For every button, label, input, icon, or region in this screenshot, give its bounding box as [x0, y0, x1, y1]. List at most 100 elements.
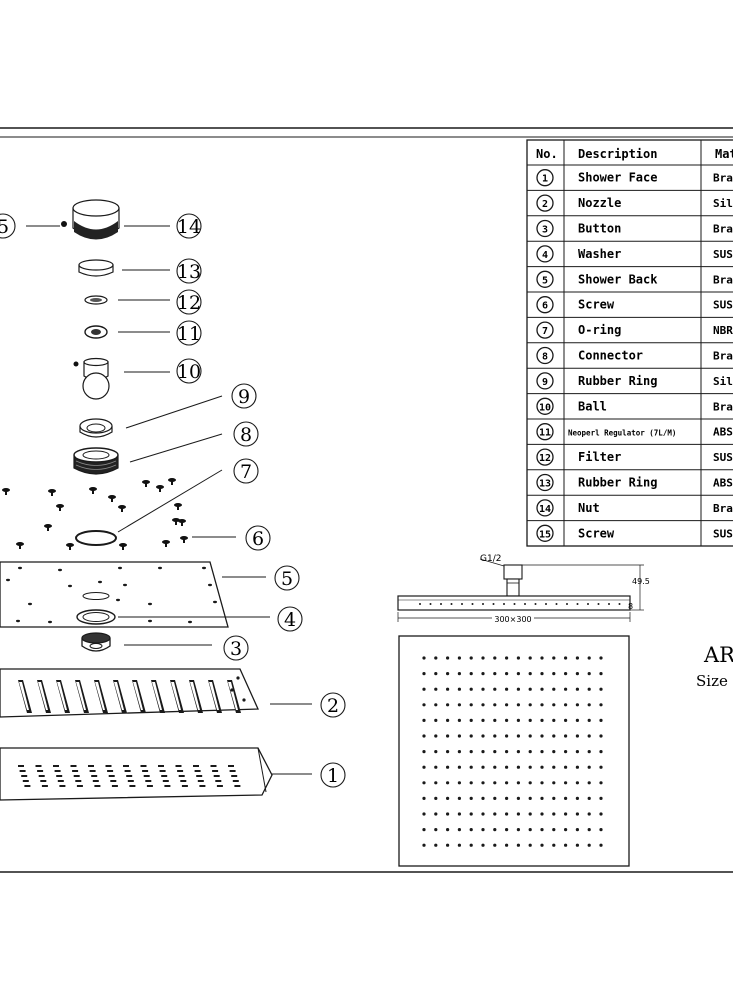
top-view [398, 635, 630, 867]
svg-text:7: 7 [240, 461, 252, 483]
row-number-circle [536, 423, 554, 441]
screw-icon [44, 524, 52, 531]
screw-icon [156, 485, 164, 492]
row-description: Rubber Ring [578, 476, 657, 490]
screw-icon [66, 543, 74, 550]
svg-text:6: 6 [252, 528, 264, 550]
screw-icon [119, 543, 127, 550]
row-material: Bra [713, 350, 733, 363]
row-number: 15 [539, 529, 551, 540]
row-material: Bra [713, 223, 733, 236]
row-number: 5 [542, 275, 548, 286]
screw-icon [56, 504, 64, 511]
row-material: SUS [713, 451, 733, 464]
side-view [397, 558, 644, 622]
row-material: NBR [713, 324, 733, 337]
table-header-material: Mat [715, 147, 733, 161]
row-material: ABS [713, 426, 733, 439]
dim-height: 49.5 [632, 577, 650, 586]
row-material: ABS [713, 477, 733, 490]
svg-text:5: 5 [281, 568, 293, 590]
callout-6: 6 [245, 525, 271, 551]
svg-text:14: 14 [177, 216, 201, 238]
row-description: Washer [578, 247, 621, 261]
row-number-circle [536, 448, 554, 466]
callout-9: 9 [231, 383, 257, 409]
screw-icon [89, 487, 97, 494]
row-description: Ball [578, 399, 607, 413]
row-number: 14 [539, 504, 551, 515]
part-9-rubber-ring [79, 418, 113, 438]
dim-thickness: 8 [628, 602, 633, 611]
svg-text:13: 13 [177, 261, 201, 283]
part-14-nut [61, 199, 120, 240]
table-row: 8 Connector Bra [536, 346, 733, 365]
leader-8 [129, 433, 223, 463]
row-number-circle [536, 270, 554, 288]
screw-icon [180, 536, 188, 543]
row-number-circle [536, 296, 554, 314]
svg-text:9: 9 [238, 386, 250, 408]
row-number-circle [536, 194, 554, 212]
part-11-regulator [84, 325, 108, 339]
row-number-circle [536, 169, 554, 187]
row-description: Rubber Ring [578, 374, 657, 388]
screw-icon [142, 480, 150, 487]
callout-11: 11 [176, 320, 202, 346]
row-number: 11 [539, 428, 551, 439]
svg-text:3: 3 [230, 638, 242, 660]
row-number-circle [536, 473, 554, 492]
row-material: Bra [713, 172, 733, 185]
part-4-washer [76, 609, 116, 625]
screw-icon [118, 505, 126, 512]
screw-icon [108, 495, 116, 502]
row-number-circle [536, 499, 554, 517]
row-number-circle [536, 346, 554, 365]
svg-text:11: 11 [177, 323, 201, 345]
row-description: Connector [578, 349, 643, 363]
svg-text:12: 12 [177, 292, 201, 314]
row-material: SUS [713, 248, 733, 261]
leader-9 [125, 395, 223, 429]
row-material: Bra [713, 400, 733, 413]
leader-7 [117, 469, 223, 533]
part-1-shower-face [0, 747, 273, 801]
svg-text:4: 4 [284, 609, 296, 631]
table-header-description: Description [578, 147, 657, 161]
screw-icon [174, 503, 182, 510]
part-10-ball [73, 357, 110, 400]
screw-icon [2, 488, 10, 495]
part-2-nozzle-plate [0, 668, 259, 718]
screw-icon [178, 519, 186, 526]
callout-12: 12 [176, 289, 202, 315]
callout-15: 5 [0, 213, 16, 239]
row-number: 10 [539, 402, 551, 413]
row-description: Filter [578, 450, 621, 464]
part-12-filter [84, 295, 108, 305]
part-13-rubber-ring [78, 259, 114, 277]
callout-2: 2 [320, 692, 346, 718]
row-number: 6 [542, 301, 548, 312]
screw-icon [16, 542, 24, 549]
row-description: O-ring [578, 323, 621, 337]
screw-icon [48, 489, 56, 496]
callout-4: 4 [277, 606, 303, 632]
row-number: 8 [542, 352, 548, 363]
row-description: Shower Face [578, 171, 657, 185]
svg-text:5: 5 [0, 216, 9, 238]
callout-1: 1 [320, 762, 346, 788]
part-3-button [81, 632, 111, 652]
row-description: Button [578, 222, 621, 236]
screw-icon [168, 478, 176, 485]
row-description: Shower Back [578, 272, 658, 286]
row-number: 7 [542, 326, 548, 337]
row-description: Neoperl Regulator (7L/M) [568, 429, 676, 438]
